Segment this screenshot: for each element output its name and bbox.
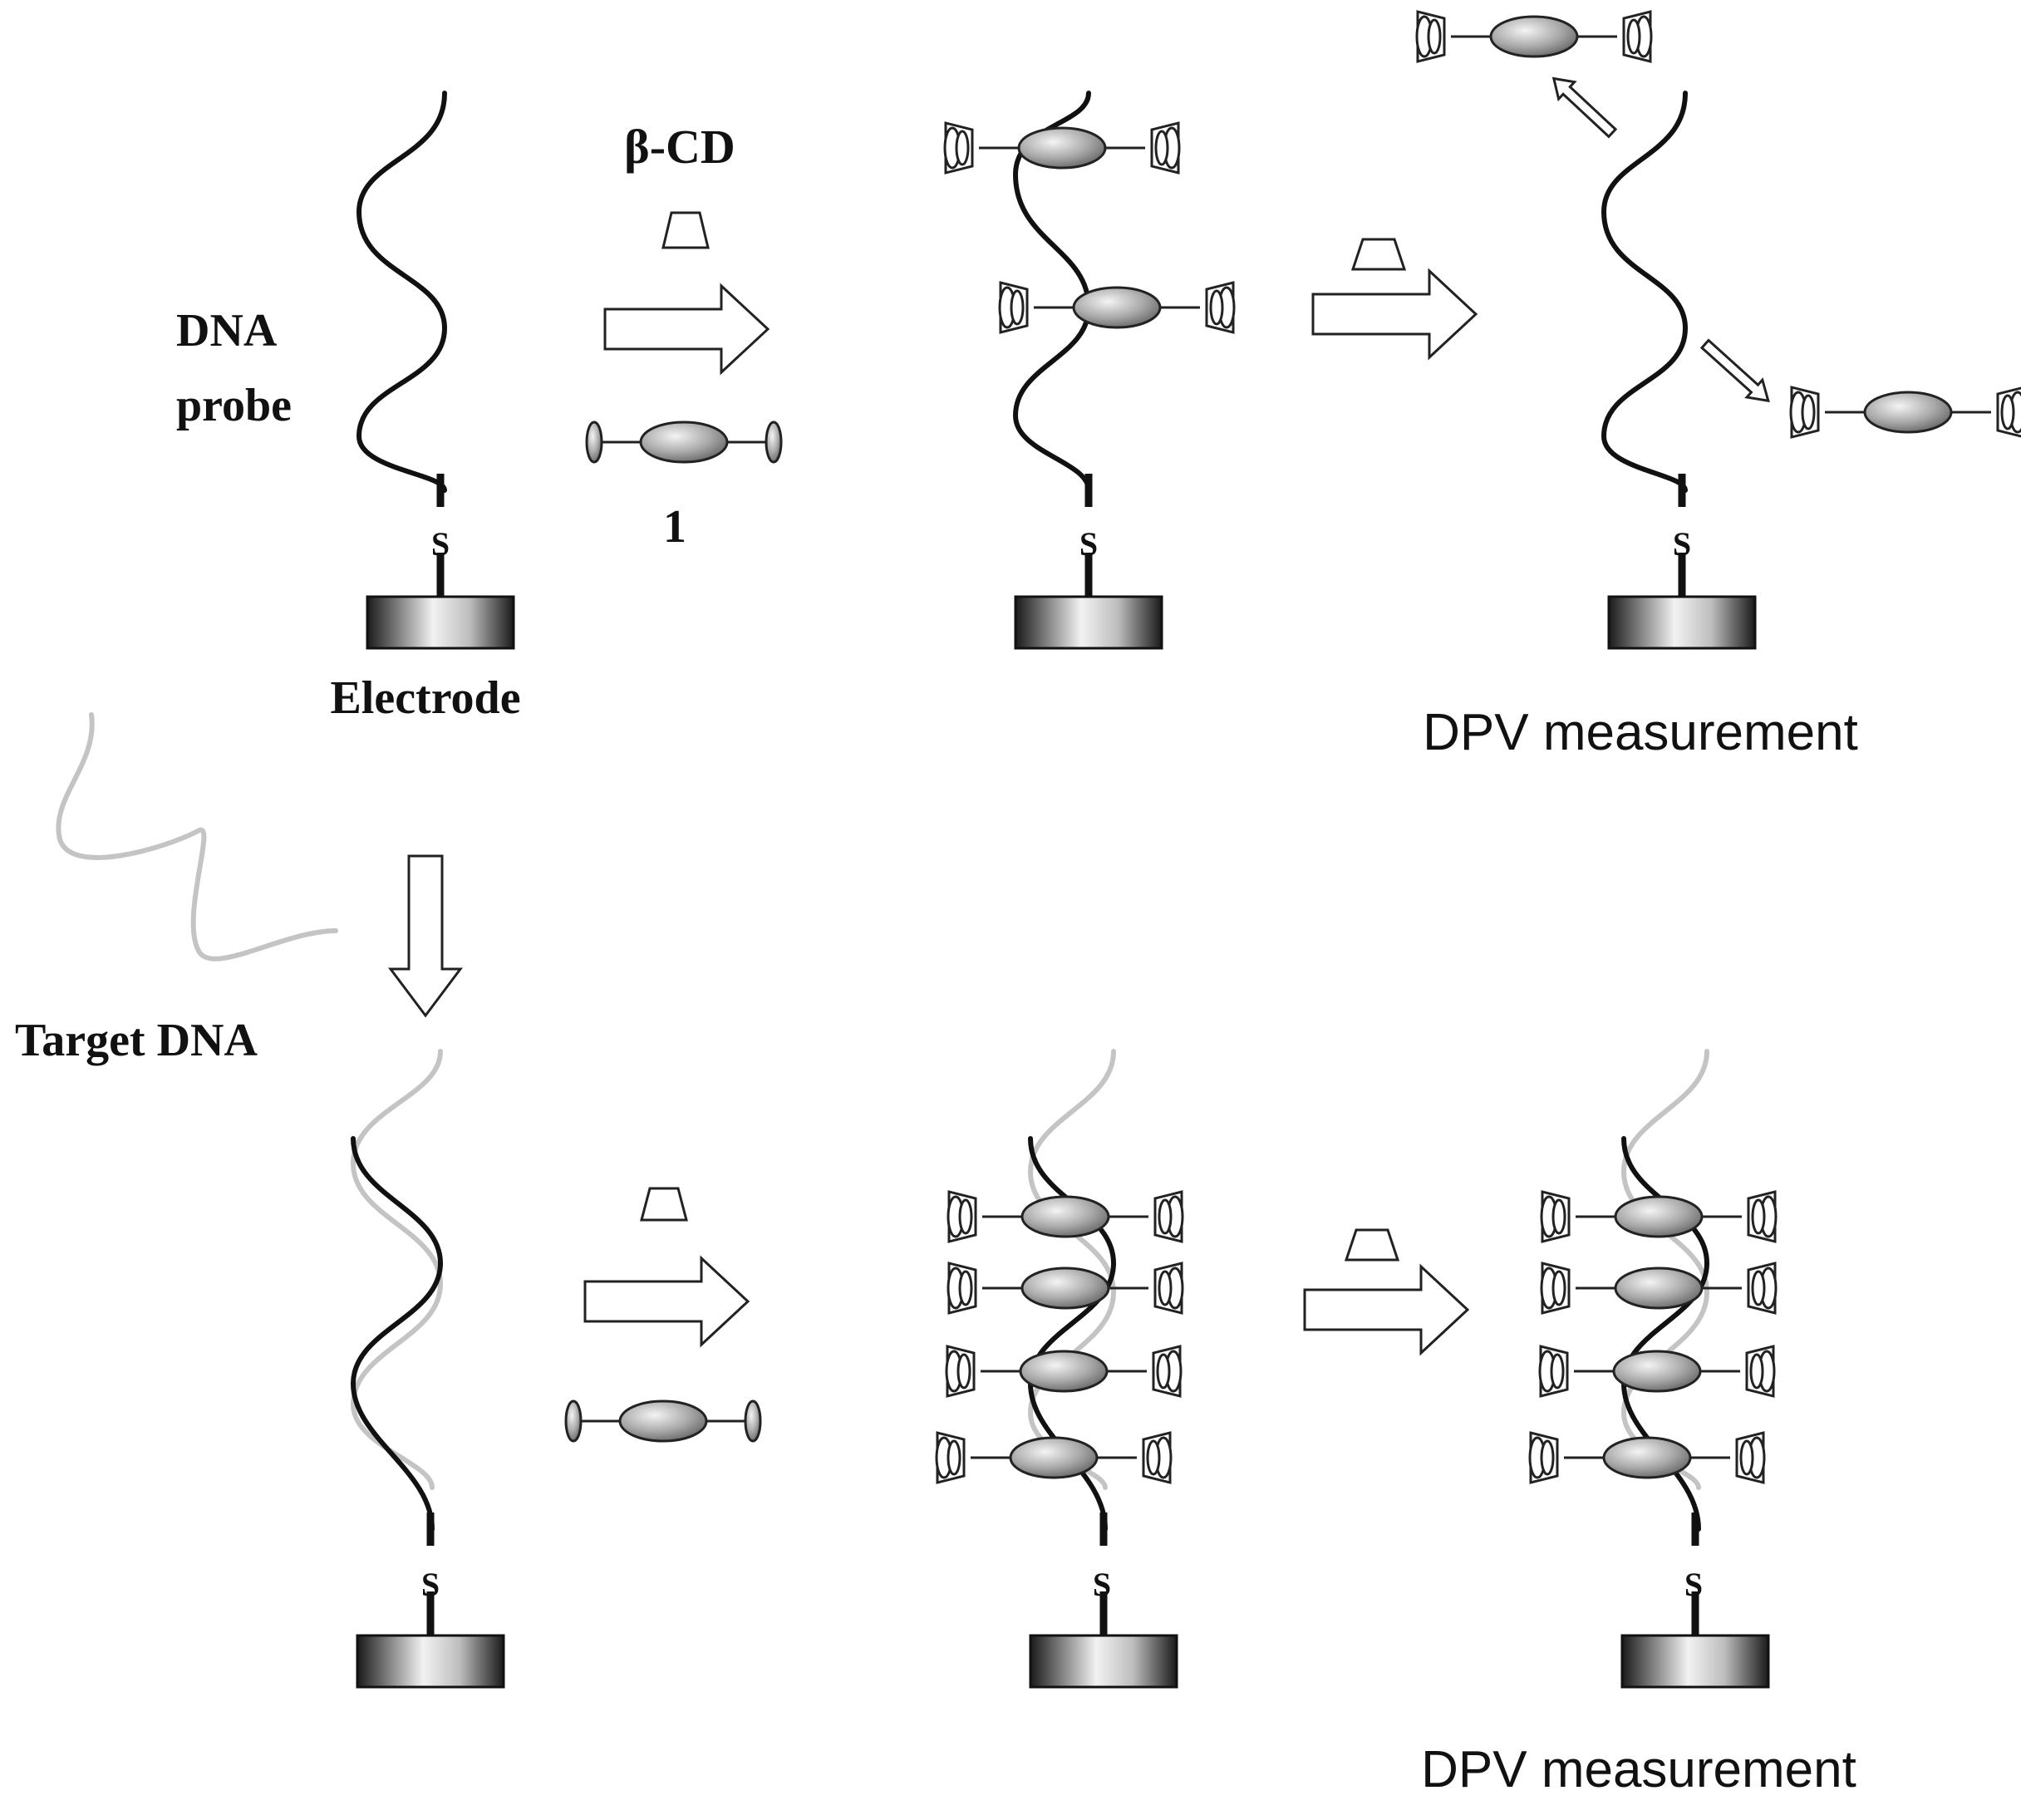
sulfur-label: S bbox=[1673, 525, 1691, 563]
dna-probe-strand bbox=[356, 91, 448, 493]
release-arrow-down bbox=[1699, 338, 1770, 403]
intercalated-complex bbox=[935, 1431, 1173, 1484]
released-complex bbox=[1415, 10, 1653, 63]
compound-number-label: 1 bbox=[663, 501, 686, 553]
probe-electrode-unit-3: S bbox=[1601, 91, 1755, 648]
dpv-measurement-bottom: DPV measurement bbox=[1421, 1741, 1856, 1798]
duplex-electrode-unit-2: S bbox=[935, 1049, 1184, 1687]
reaction-arrow-4 bbox=[1303, 1265, 1469, 1355]
sulfur-label: S bbox=[421, 1566, 440, 1603]
beta-cd-icon bbox=[1350, 238, 1407, 271]
intercalated-complex bbox=[945, 1345, 1183, 1398]
bound-complex bbox=[998, 281, 1236, 334]
sulfur-label: S bbox=[1093, 1566, 1111, 1603]
dna-probe-label-line1: DNA bbox=[176, 305, 278, 357]
released-complex bbox=[1789, 386, 2021, 439]
sulfur-label: S bbox=[431, 525, 450, 563]
retained-complex bbox=[1538, 1345, 1776, 1398]
sulfur-label: S bbox=[1684, 1566, 1703, 1603]
duplex-electrode-unit-3: S bbox=[1528, 1049, 1778, 1687]
target-dna-strand bbox=[56, 712, 338, 962]
dpv-measurement-top: DPV measurement bbox=[1423, 704, 1858, 761]
bound-complex bbox=[943, 121, 1181, 175]
reaction-arrow-3 bbox=[583, 1257, 750, 1346]
compound-1-icon bbox=[564, 1399, 762, 1443]
reaction-arrow-1 bbox=[603, 284, 770, 374]
duplex-electrode-unit-1: S bbox=[350, 1049, 504, 1687]
target-dna-label: Target DNA bbox=[15, 1015, 258, 1066]
retained-complex bbox=[1528, 1431, 1766, 1484]
intercalated-complex bbox=[947, 1190, 1184, 1243]
dna-probe-label-line2: probe bbox=[176, 380, 292, 431]
probe-electrode-unit-1: S bbox=[356, 91, 514, 648]
retained-complex bbox=[1540, 1262, 1778, 1315]
beta-cd-icon bbox=[1344, 1228, 1400, 1262]
electrode-label: Electrode bbox=[330, 672, 520, 724]
beta-cd-label: β-CD bbox=[624, 120, 735, 174]
compound-1-icon bbox=[585, 421, 783, 464]
intercalated-complex bbox=[947, 1262, 1184, 1315]
reaction-arrow-2 bbox=[1311, 269, 1478, 359]
beta-cd-icon bbox=[640, 1187, 688, 1222]
retained-complex bbox=[1540, 1190, 1778, 1243]
hybridization-arrow bbox=[388, 854, 463, 1018]
sulfur-label: S bbox=[1079, 525, 1098, 563]
beta-cd-icon bbox=[661, 211, 710, 249]
probe-electrode-unit-2: S bbox=[943, 91, 1236, 648]
release-arrow-up bbox=[1551, 76, 1618, 139]
